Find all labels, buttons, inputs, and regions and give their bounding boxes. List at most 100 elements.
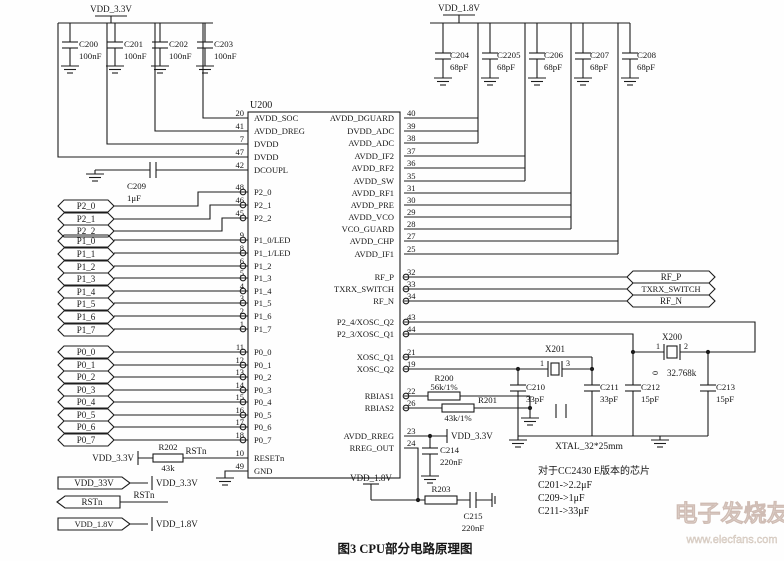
port-flag bbox=[626, 294, 716, 308]
pin-number: 34 bbox=[407, 291, 416, 301]
port-label: P0_3 bbox=[77, 385, 96, 395]
pin-label: DVDD_ADC bbox=[347, 126, 394, 136]
port-flag bbox=[57, 370, 115, 384]
pin-connector-icon bbox=[239, 312, 247, 320]
pin-number: 2 bbox=[240, 306, 244, 316]
pin-connector-icon bbox=[402, 404, 410, 412]
port-flag bbox=[56, 495, 121, 509]
pin-number: 48 bbox=[236, 182, 245, 192]
pin-number: 25 bbox=[407, 244, 416, 254]
note-line: C201->2.2μF bbox=[538, 480, 593, 491]
capacitor-ref: C210 bbox=[526, 382, 546, 392]
power-flag-label: VDD_3.3V bbox=[92, 453, 134, 463]
power-flag-label: VDD_3.3V bbox=[90, 4, 132, 14]
pin-connector-icon bbox=[239, 436, 247, 444]
junction-dot bbox=[589, 366, 595, 372]
pin-connector-icon bbox=[239, 386, 247, 394]
capacitor-ref: C209 bbox=[127, 181, 147, 191]
pin-number: 35 bbox=[407, 171, 416, 181]
capacitor-ref: C211 bbox=[600, 382, 619, 392]
pin-number: 49 bbox=[236, 461, 245, 471]
pin-number: 44 bbox=[407, 324, 416, 334]
note-line: 对于CC2430 E版本的芯片 bbox=[538, 464, 650, 477]
resistor-body bbox=[427, 391, 461, 401]
capacitor-value: 100nF bbox=[79, 51, 102, 61]
port-label: P1_4 bbox=[77, 287, 96, 297]
crystal-symbol bbox=[550, 362, 560, 376]
pin-label: AVDD_ADC bbox=[348, 138, 394, 148]
crystal-symbol bbox=[666, 345, 678, 359]
pin-label: RESETn bbox=[254, 453, 285, 463]
pin-number: 45 bbox=[236, 208, 245, 218]
pin-number: 39 bbox=[407, 121, 416, 131]
pin-number: 14 bbox=[236, 380, 245, 390]
pin-connector-icon bbox=[239, 287, 247, 295]
pin-number: 43 bbox=[407, 312, 416, 322]
pin-connector-icon bbox=[239, 214, 247, 222]
pin-label: P0_6 bbox=[254, 422, 271, 432]
junction-dot bbox=[705, 349, 711, 355]
pin-connector-icon bbox=[402, 297, 410, 305]
pin-label: P2_1 bbox=[254, 200, 271, 210]
port-label: P0_4 bbox=[77, 397, 96, 407]
pin-number: 24 bbox=[407, 438, 416, 448]
port-label: P1_3 bbox=[77, 274, 96, 284]
pin-label: P1_0/LED bbox=[254, 235, 290, 245]
pin-label: P0_1 bbox=[254, 360, 271, 370]
pin-number: 6 bbox=[240, 256, 244, 266]
resistor-body bbox=[441, 403, 475, 413]
pin-connector-icon bbox=[239, 361, 247, 369]
pin-connector-icon bbox=[402, 365, 410, 373]
capacitor-value: 68pF bbox=[497, 62, 515, 72]
capacitor-ref: C214 bbox=[440, 445, 460, 455]
pin-label: P2_0 bbox=[254, 187, 271, 197]
net-label: RSTn bbox=[185, 446, 207, 456]
port-label: P0_1 bbox=[77, 360, 96, 370]
pin-label: P0_0 bbox=[254, 347, 271, 357]
pin-label: P0_5 bbox=[254, 410, 271, 420]
port-label: RF_P bbox=[661, 272, 682, 282]
crystal-pin-number: 3 bbox=[566, 359, 570, 368]
pin-label: AVDD_SW bbox=[354, 176, 394, 186]
resistor-ref: R200 bbox=[434, 373, 454, 383]
port-label: RSTn bbox=[81, 497, 103, 507]
junction-dot bbox=[415, 497, 421, 503]
port-flag bbox=[57, 224, 115, 238]
pin-label: P1_4 bbox=[254, 286, 272, 296]
pin-number: 36 bbox=[407, 158, 416, 168]
port-flag bbox=[57, 199, 115, 213]
pin-label: P2_3/XOSC_Q1 bbox=[337, 329, 394, 339]
pin-label: AVDD_IF2 bbox=[354, 151, 394, 161]
capacitor-ref: C206 bbox=[544, 50, 564, 60]
resistor-ref: R203 bbox=[431, 484, 451, 494]
capacitor-ref: C2205 bbox=[497, 50, 521, 60]
capacitor-value: 68pF bbox=[544, 62, 562, 72]
pin-number: 37 bbox=[407, 146, 416, 156]
pin-number: 33 bbox=[407, 279, 416, 289]
pin-connector-icon bbox=[239, 348, 247, 356]
port-label: P1_6 bbox=[77, 312, 96, 322]
pin-label: P0_7 bbox=[254, 435, 271, 445]
capacitor-ref: C202 bbox=[169, 39, 188, 49]
pin-number: 4 bbox=[240, 281, 245, 291]
pin-number: 23 bbox=[407, 426, 416, 436]
pin-number: 29 bbox=[407, 207, 416, 217]
capacitor-ref: C212 bbox=[641, 382, 660, 392]
pin-connector-icon bbox=[402, 392, 410, 400]
pin-number: 12 bbox=[236, 355, 245, 365]
pin-number: 41 bbox=[236, 121, 245, 131]
capacitor-ref: C204 bbox=[450, 50, 470, 60]
pin-number: 22 bbox=[407, 386, 416, 396]
pin-label: RF_P bbox=[375, 272, 395, 282]
resistor-ref: R202 bbox=[158, 442, 177, 452]
resistor-body bbox=[152, 453, 184, 463]
pin-label: AVDD_DGUARD bbox=[330, 113, 394, 123]
port-flag bbox=[57, 297, 115, 311]
pin-connector-icon bbox=[239, 236, 247, 244]
net-label: RSTn bbox=[133, 490, 155, 500]
pin-label: RREG_OUT bbox=[350, 443, 395, 453]
crystal-pin-number: 2 bbox=[684, 342, 688, 351]
pin-label: XOSC_Q1 bbox=[357, 352, 394, 362]
pin-number: 16 bbox=[236, 405, 245, 415]
port-label: P0_6 bbox=[77, 422, 96, 432]
